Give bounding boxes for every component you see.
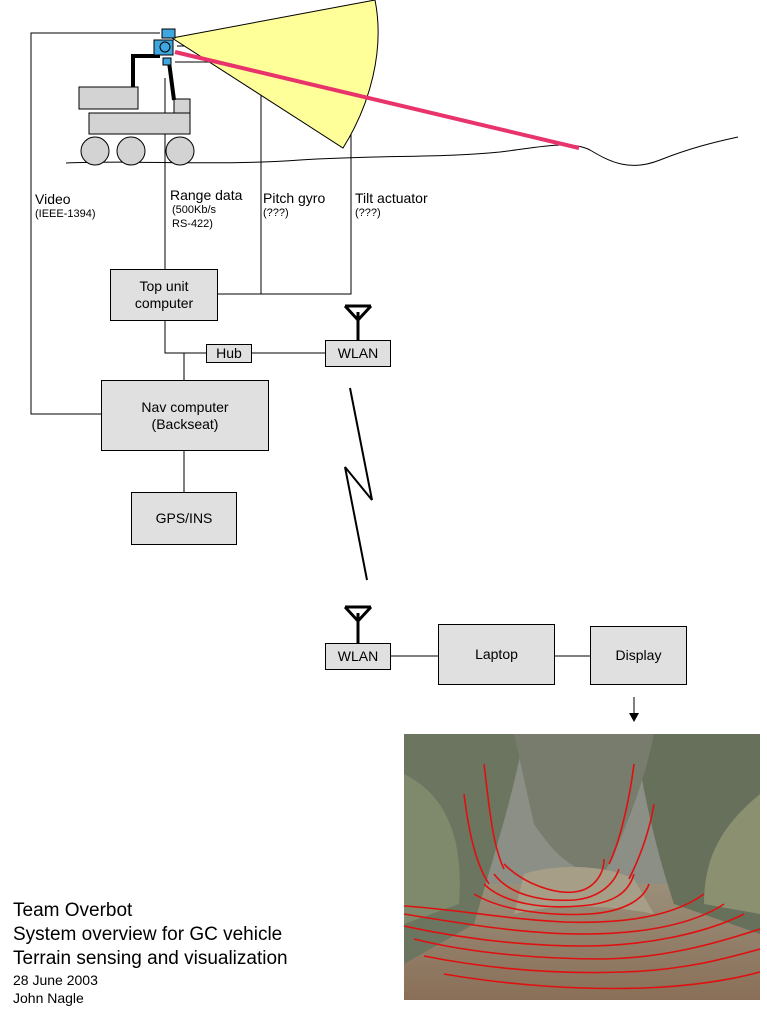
arrow-down-icon xyxy=(629,697,639,722)
wlan-top-box: WLAN xyxy=(325,340,391,367)
topunit-hub-cable xyxy=(164,320,206,354)
video-sublabel: (IEEE-1394) xyxy=(35,208,96,220)
nav-computer-box: Nav computer (Backseat) xyxy=(101,380,269,451)
terrain-photo xyxy=(404,734,760,1000)
footer-line-3: Terrain sensing and visualization xyxy=(13,948,288,969)
pitch-gyro-cable xyxy=(175,61,262,295)
tilt-sublabel: (???) xyxy=(355,207,381,219)
range-sublabel-2: RS-422) xyxy=(172,218,213,230)
contour-lines xyxy=(404,763,760,990)
hub-box: Hub xyxy=(206,344,252,363)
wlan-bottom-box: WLAN xyxy=(325,643,391,670)
pitch-label: Pitch gyro xyxy=(263,190,326,206)
nav-line-2: (Backseat) xyxy=(151,415,219,432)
footer-author: John Nagle xyxy=(13,990,84,1006)
wlan-top-label: WLAN xyxy=(337,345,379,361)
range-sublabel-1: (500Kb/s xyxy=(172,204,217,216)
antenna-top-icon xyxy=(343,304,373,340)
footer-line-2: System overview for GC vehicle xyxy=(13,924,283,945)
display-box: Display xyxy=(590,626,687,685)
video-label: Video xyxy=(35,191,71,207)
display-label: Display xyxy=(615,647,662,663)
laptop-box: Laptop xyxy=(438,624,555,685)
wireless-link-icon xyxy=(344,387,373,581)
video-cable xyxy=(30,32,160,415)
pitch-sublabel: (???) xyxy=(263,207,289,219)
gps-ins-box: GPS/INS xyxy=(131,492,237,545)
sensor-head-icon xyxy=(153,28,176,66)
top-unit-line-2: computer xyxy=(134,295,194,311)
top-unit-line-1: Top unit xyxy=(139,278,189,294)
terrain-line xyxy=(65,136,739,166)
range-label: Range data xyxy=(170,187,243,203)
footer-date: 28 June 2003 xyxy=(13,972,98,988)
laser-beam xyxy=(174,50,580,150)
antenna-bottom-icon xyxy=(343,605,373,643)
nav-line-1: Nav computer xyxy=(141,398,229,415)
footer-team: Team Overbot xyxy=(13,900,133,921)
gps-label: GPS/INS xyxy=(155,510,213,526)
wlan-bottom-label: WLAN xyxy=(337,648,379,664)
laptop-label: Laptop xyxy=(475,646,518,662)
tilt-label: Tilt actuator xyxy=(355,190,428,206)
hub-label: Hub xyxy=(216,345,242,361)
vehicle-icon xyxy=(78,54,195,166)
top-unit-computer-box: Top unit computer xyxy=(110,269,218,321)
